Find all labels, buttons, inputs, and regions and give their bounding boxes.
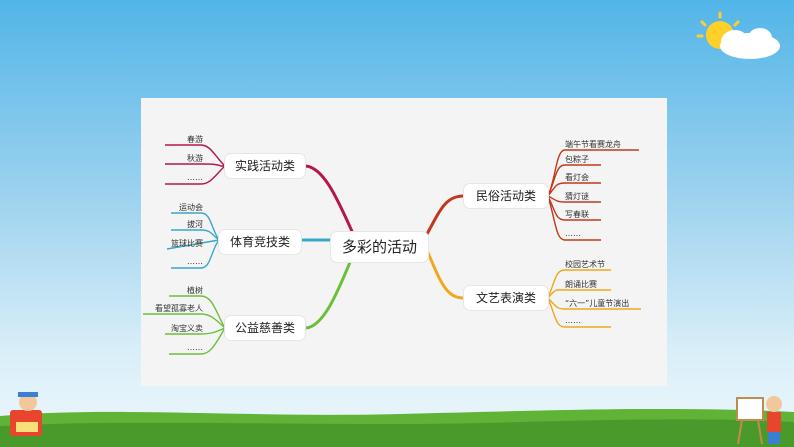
leaf-sports-3: 篮球比赛 <box>171 239 203 248</box>
branch-folk: 民俗活动类 <box>464 184 548 208</box>
leaf-charity-3: 淘宝义卖 <box>171 324 203 333</box>
branch-arts: 文艺表演类 <box>464 286 548 310</box>
connector-center-arts <box>424 247 465 300</box>
leaf-sports-4: …… <box>187 257 203 266</box>
child-painting-icon <box>736 396 782 445</box>
leaf-charity-1: 植树 <box>187 286 203 295</box>
sports-leaf-lines <box>166 212 220 269</box>
leaf-arts-2: 朗诵比赛 <box>565 280 597 289</box>
grass-ground <box>0 392 794 447</box>
leaf-folk-1: 端午节看赛龙舟 <box>565 140 621 149</box>
sun-cloud-icon <box>696 11 780 59</box>
leaf-arts-1: 校园艺术节 <box>565 260 605 269</box>
leaf-sports-1: 运动会 <box>179 203 203 212</box>
leaf-folk-2: 包粽子 <box>565 155 589 164</box>
leaf-charity-2: 看望孤寡老人 <box>155 304 203 313</box>
connector-center-practice <box>305 164 358 241</box>
leaf-arts-3: “六一”儿童节演出 <box>565 299 630 308</box>
branch-sports: 体育竞技类 <box>219 230 301 254</box>
arts-leaf-lines <box>547 269 641 328</box>
leaf-practice-1: 春游 <box>187 135 203 144</box>
leaf-sports-2: 拔河 <box>187 220 203 229</box>
connector-center-folk <box>424 194 465 237</box>
branch-practice: 实践活动类 <box>225 154 305 178</box>
child-reading-icon <box>10 392 42 436</box>
folk-leaf-lines <box>547 149 639 241</box>
charity-leaf-lines <box>143 295 226 355</box>
mindmap-panel: 多彩的活动 实践活动类 体育竞技类 公益慈善类 民俗活动类 文艺表演类 春游 秋… <box>141 98 667 386</box>
leaf-practice-2: 秋游 <box>187 154 203 163</box>
leaf-folk-3: 看灯会 <box>565 173 589 182</box>
practice-leaf-lines <box>165 144 226 185</box>
leaf-folk-4: 猜灯谜 <box>565 192 589 201</box>
leaf-arts-4: …… <box>565 316 581 325</box>
leaf-folk-6: …… <box>565 229 581 238</box>
leaf-charity-4: …… <box>187 343 203 352</box>
leaf-practice-3: …… <box>187 173 203 182</box>
branch-charity: 公益慈善类 <box>225 316 305 340</box>
center-node: 多彩的活动 <box>331 232 428 262</box>
leaf-folk-5: 写春联 <box>565 210 589 219</box>
